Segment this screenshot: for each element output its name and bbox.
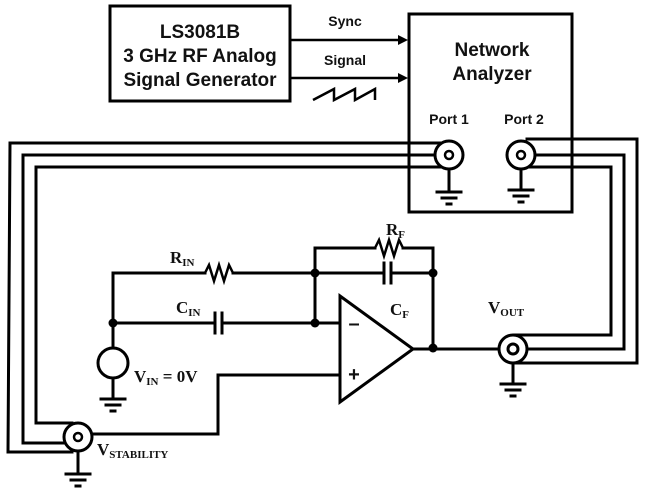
label-vin: VIN = 0V bbox=[134, 367, 198, 388]
ground-icon bbox=[99, 397, 127, 413]
opamp-noninverting-sign: + bbox=[348, 364, 360, 386]
coax-pin-icon bbox=[72, 431, 84, 443]
ground-icon bbox=[64, 472, 92, 488]
label-vstability: VSTABILITY bbox=[97, 440, 168, 461]
port1-label: Port 1 bbox=[429, 111, 469, 127]
label-rin: RIN bbox=[170, 248, 195, 269]
network-analyzer-title-2: Analyzer bbox=[452, 64, 532, 85]
coax-pin-icon bbox=[506, 342, 520, 356]
signal-arrowhead-icon bbox=[398, 73, 408, 83]
signal-label: Signal bbox=[324, 52, 366, 68]
sync-connection: Sync bbox=[290, 13, 408, 45]
voltage-source-icon bbox=[96, 346, 130, 380]
junction-dot bbox=[310, 268, 320, 278]
ground-icon bbox=[435, 190, 463, 206]
coax-center-line bbox=[21, 153, 451, 445]
vstability-connector[interactable] bbox=[62, 421, 94, 488]
signal-generator-type: Signal Generator bbox=[123, 70, 277, 91]
sync-label: Sync bbox=[328, 13, 362, 29]
label-vout: VOUT bbox=[488, 298, 525, 319]
noninverting-input-wire bbox=[84, 373, 342, 436]
signal-generator-box bbox=[108, 4, 292, 103]
signal-generator: LS3081B 3 GHz RF Analog Signal Generator bbox=[108, 4, 292, 103]
port2-connector[interactable] bbox=[505, 139, 537, 204]
junction-dot bbox=[428, 343, 438, 353]
opamp-circuit: – + bbox=[84, 235, 502, 436]
coax-outer-line bbox=[513, 137, 639, 365]
signal-generator-spec: 3 GHz RF Analog bbox=[123, 46, 276, 67]
label-cin: CIN bbox=[176, 298, 201, 319]
rin-wire-left bbox=[111, 271, 207, 325]
ground-icon bbox=[499, 382, 527, 398]
signal-connection: Signal bbox=[290, 52, 408, 103]
label-rf: RF bbox=[386, 220, 405, 241]
rf-wire-right bbox=[401, 246, 435, 350]
signal-generator-model: LS3081B bbox=[160, 22, 240, 43]
network-analyzer-title-1: Network bbox=[455, 40, 530, 61]
coax-pin-icon bbox=[443, 149, 455, 161]
vout-connector[interactable] bbox=[497, 333, 529, 398]
junction-dot bbox=[310, 318, 320, 328]
resistor-rin-icon bbox=[203, 260, 235, 286]
coax-cable-port1 bbox=[6, 141, 451, 454]
junction-dot bbox=[428, 268, 438, 278]
coax-cable-port2 bbox=[513, 137, 639, 365]
network-analyzer-box bbox=[407, 12, 574, 214]
sawtooth-waveform-icon bbox=[312, 86, 377, 103]
network-analyzer: Network Analyzer Port 1 Port 2 bbox=[407, 12, 574, 214]
opamp-icon bbox=[338, 293, 416, 405]
coax-inner-line bbox=[34, 165, 451, 425]
coax-outer-line bbox=[6, 141, 451, 454]
label-cf: CF bbox=[390, 300, 409, 321]
opamp-inverting-sign: – bbox=[348, 313, 359, 335]
coax-center-line bbox=[513, 153, 626, 351]
port1-connector[interactable] bbox=[433, 139, 465, 206]
sync-arrowhead-icon bbox=[398, 35, 408, 45]
ground-icon bbox=[507, 188, 535, 204]
coax-inner-line bbox=[513, 165, 613, 337]
port2-label: Port 2 bbox=[504, 111, 544, 127]
coax-pin-icon bbox=[515, 149, 527, 161]
resistor-rf-icon bbox=[373, 235, 405, 261]
